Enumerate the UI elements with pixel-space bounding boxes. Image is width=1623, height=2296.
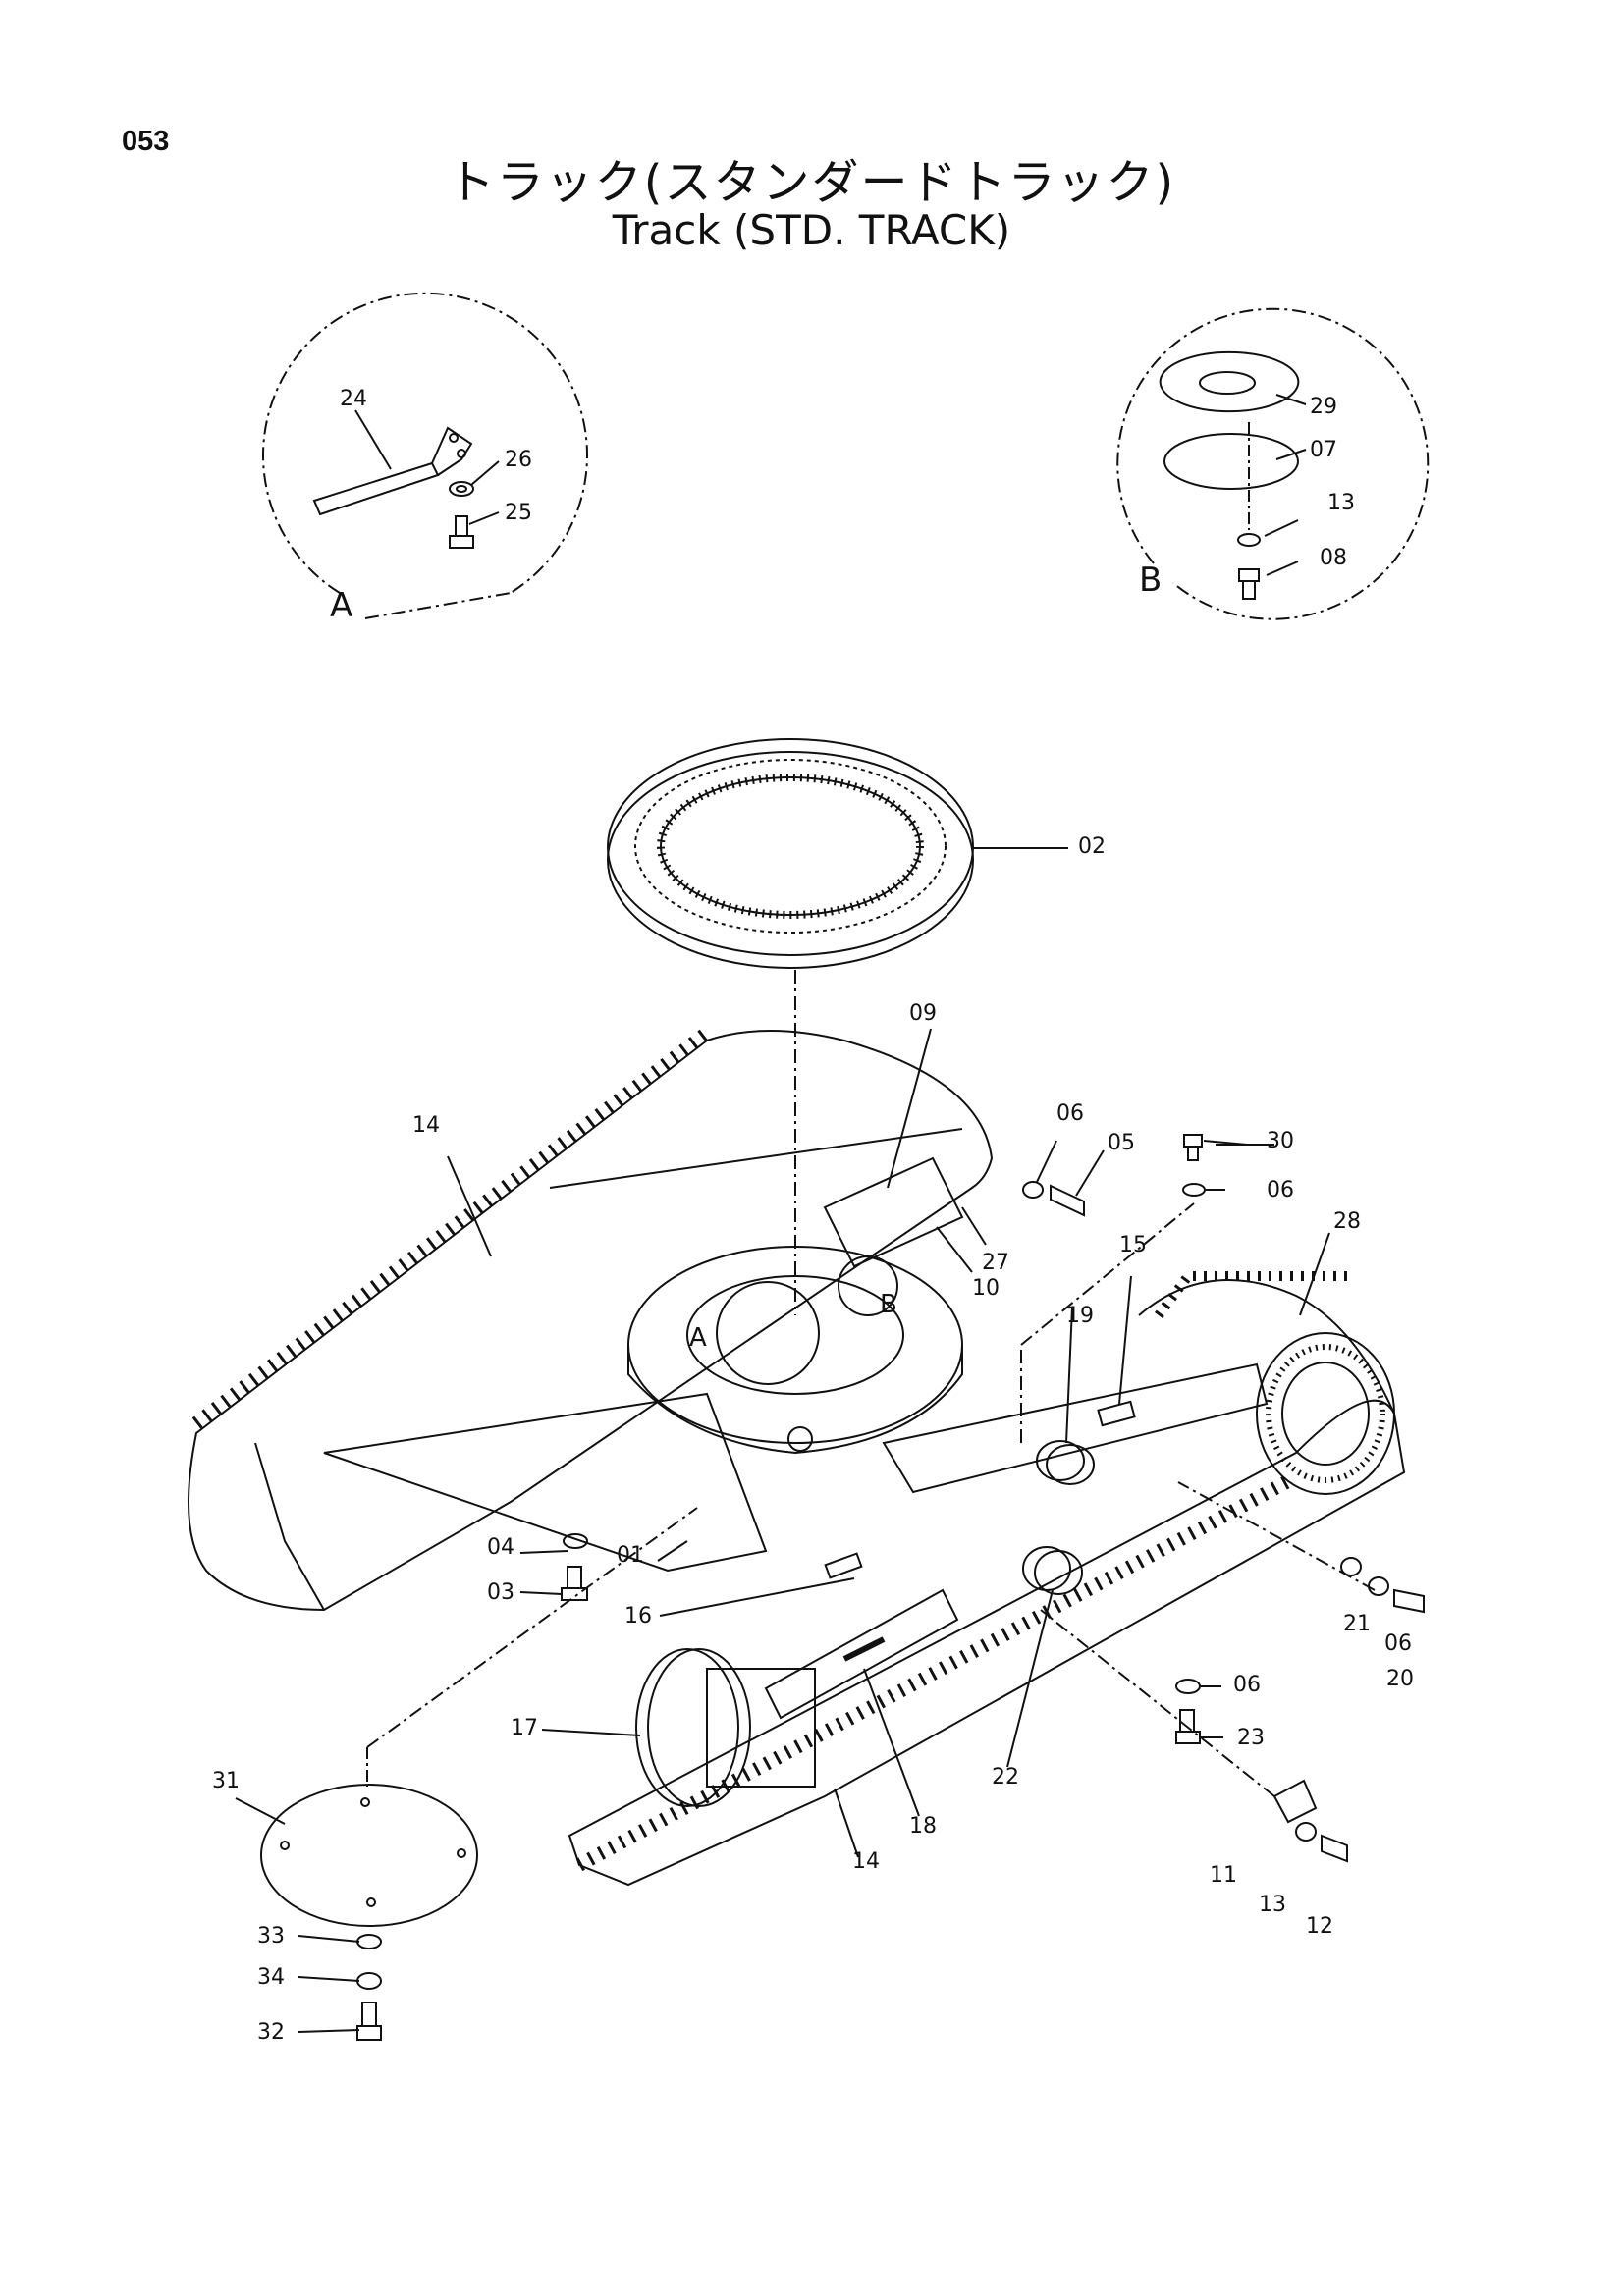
part-17-idler	[635, 1648, 816, 1807]
part-22-roller	[1022, 1546, 1083, 1595]
part-label-12: 12	[1306, 1914, 1333, 1939]
part-label-15: 15	[1119, 1233, 1147, 1257]
part-label-06-far-right: 06	[1384, 1631, 1412, 1656]
part-07-plate	[1163, 433, 1300, 490]
part-label-23: 23	[1237, 1726, 1265, 1750]
part-13-washer-b	[1237, 533, 1261, 547]
part-label-13-lower: 13	[1259, 1893, 1286, 1917]
part-label-29: 29	[1310, 395, 1337, 419]
part-label-11: 11	[1210, 1863, 1237, 1888]
part-26-washer	[449, 481, 474, 497]
part-29-plate	[1159, 350, 1300, 413]
part-24-bracket	[312, 426, 473, 516]
part-label-14-lower: 14	[852, 1849, 880, 1874]
part-label-02: 02	[1078, 834, 1106, 859]
leader-lines	[235, 1028, 1376, 2033]
part-16-guide	[824, 1552, 863, 1579]
part-28-sprocket	[1256, 1332, 1395, 1495]
part-label-28: 28	[1333, 1209, 1361, 1234]
detail-b	[1116, 307, 1430, 620]
part-25-bolt	[449, 515, 474, 549]
page-number: 053	[122, 126, 170, 157]
part-label-01: 01	[617, 1543, 644, 1568]
detail-a-label: A	[330, 586, 353, 625]
part-label-33: 33	[257, 1924, 285, 1949]
part-label-05: 05	[1108, 1131, 1135, 1155]
part-label-14-upper: 14	[412, 1113, 440, 1138]
part-label-04: 04	[487, 1535, 514, 1560]
part-label-27: 27	[982, 1251, 1009, 1275]
part-label-06-lower: 06	[1233, 1673, 1261, 1697]
part-18-adjuster	[764, 1588, 959, 1720]
detail-b-marker: B	[880, 1290, 897, 1319]
part-label-30: 30	[1267, 1129, 1294, 1153]
part-08-bolt	[1238, 568, 1260, 600]
part-31-cover	[260, 1784, 478, 1927]
detail-b-label: B	[1139, 561, 1163, 600]
part-label-22: 22	[992, 1765, 1019, 1789]
part-label-19: 19	[1066, 1304, 1094, 1328]
part-02-swing-bearing	[607, 738, 974, 969]
part-label-21: 21	[1343, 1612, 1371, 1636]
part-19-roller	[1036, 1440, 1095, 1485]
part-label-08: 08	[1320, 546, 1347, 570]
part-label-18: 18	[909, 1814, 937, 1839]
part-label-31: 31	[212, 1769, 240, 1793]
page-title-english: Track (STD. TRACK)	[612, 206, 1011, 254]
part-label-32: 32	[257, 2020, 285, 2045]
detail-a-marker-circle	[716, 1281, 820, 1385]
part-label-10: 10	[972, 1276, 1000, 1301]
detail-b-marker-circle	[838, 1255, 898, 1316]
detail-a-marker: A	[689, 1323, 707, 1353]
track-left	[188, 1027, 994, 1612]
part-label-06-top: 06	[1056, 1101, 1084, 1126]
part-label-16: 16	[624, 1604, 652, 1629]
part-15-guide	[1097, 1400, 1136, 1427]
part-label-17: 17	[511, 1716, 538, 1740]
track-frame	[323, 1246, 1269, 1573]
part-label-13-detail: 13	[1327, 491, 1355, 515]
part-label-06-right: 06	[1267, 1178, 1294, 1202]
part-label-03: 03	[487, 1580, 514, 1605]
track-right	[568, 1271, 1406, 1887]
detail-a	[262, 292, 588, 619]
part-label-09: 09	[909, 1001, 937, 1026]
page-title-japanese: トラック(スタンダードトラック)	[447, 155, 1176, 210]
part-label-20: 20	[1386, 1667, 1414, 1691]
part-label-07: 07	[1310, 438, 1337, 462]
part-label-34: 34	[257, 1965, 285, 1990]
part-09-guard	[823, 1156, 964, 1268]
part-label-25: 25	[505, 501, 532, 525]
part-label-26: 26	[505, 448, 532, 472]
part-label-24: 24	[340, 387, 367, 411]
small-parts	[561, 1134, 1425, 1863]
